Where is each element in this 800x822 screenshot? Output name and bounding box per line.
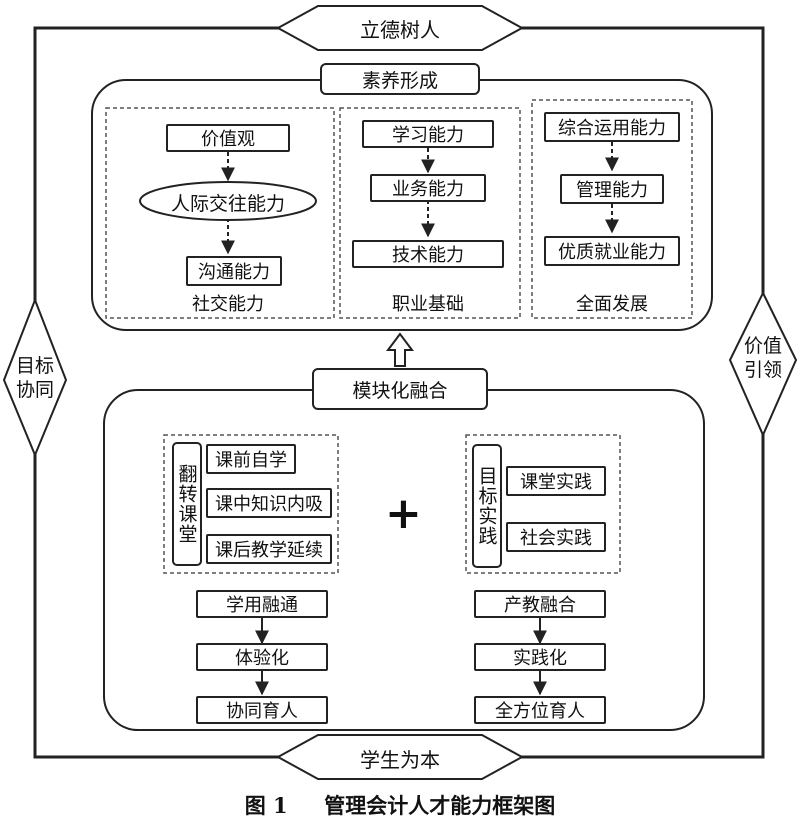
left-diamond-shape <box>2 297 68 458</box>
bottom-banner-shape <box>275 734 525 780</box>
c1-label: 社交能力 <box>192 294 264 315</box>
rf-item-3: 全方位育人 <box>474 696 606 724</box>
c3-item-3: 优质就业能力 <box>544 236 680 266</box>
rf-item-1: 产教融合 <box>474 590 606 618</box>
c2-item-2: 业务能力 <box>370 174 486 202</box>
left-group-dashed <box>163 434 339 574</box>
hollow-up-arrow <box>386 332 414 367</box>
c3-item-1: 综合运用能力 <box>544 112 680 142</box>
lg-item-1: 课前自学 <box>206 444 296 474</box>
right-group-vertical-label: 目标实践 <box>472 444 502 568</box>
c3-item-2: 管理能力 <box>560 174 664 204</box>
upper-section-title: 素养形成 <box>320 63 480 95</box>
bottom-banner-text: 学生为本 <box>360 748 440 772</box>
left-group-vertical-label: 翻转课堂 <box>172 442 202 566</box>
c3-label: 全面发展 <box>576 294 648 315</box>
col2-dashed <box>339 107 521 319</box>
right-diamond-shape <box>728 290 798 438</box>
c1-item-2: 人际交往能力 <box>170 193 285 215</box>
c2-label: 职业基础 <box>392 294 464 315</box>
left-diamond-text: 目标 协同 <box>15 355 54 401</box>
right-group-dashed <box>465 434 621 574</box>
c1-ellipse <box>139 181 317 221</box>
top-banner-text: 立德树人 <box>360 18 440 42</box>
rg-item-1: 课堂实践 <box>506 466 606 496</box>
lf-item-3: 协同育人 <box>196 696 328 724</box>
lg-item-3: 课后教学延续 <box>206 534 332 564</box>
top-banner-shape <box>275 5 525 51</box>
plus-sign: + <box>385 488 422 539</box>
rf-item-2: 实践化 <box>474 643 606 671</box>
c1-item-1: 价值观 <box>166 124 290 152</box>
lf-item-2: 体验化 <box>196 643 328 671</box>
lg-item-2: 课中知识内吸 <box>206 488 332 518</box>
right-diamond-text: 价值 引领 <box>743 335 782 381</box>
figure-title: 管理会计人才能力框架图 <box>324 793 556 818</box>
rg-item-2: 社会实践 <box>506 522 606 552</box>
figure-number: 图 1 <box>244 793 288 818</box>
col3-dashed <box>531 99 693 319</box>
col1-dashed <box>105 107 335 319</box>
c1-item-3: 沟通能力 <box>186 256 282 286</box>
lf-item-1: 学用融通 <box>196 590 328 618</box>
figure-caption: 图 1 管理会计人才能力框架图 <box>0 790 800 820</box>
c2-item-1: 学习能力 <box>362 120 494 148</box>
c2-item-3: 技术能力 <box>352 240 504 268</box>
lower-section-title: 模块化融合 <box>312 368 488 410</box>
